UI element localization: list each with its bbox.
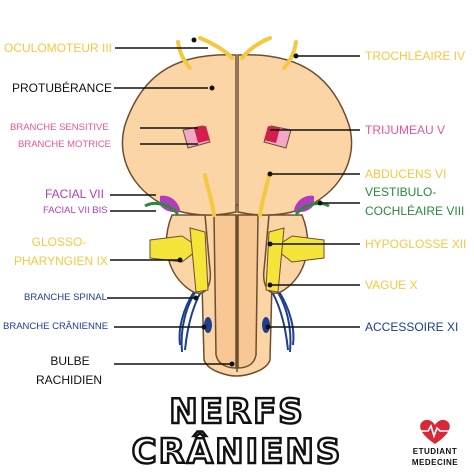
leader-lines	[107, 47, 360, 365]
label-hypoglosse: HYPOGLOSSE XII	[365, 237, 467, 251]
label-trijumeau: TRIJUMEAU V	[365, 123, 446, 137]
label-trochleaire: TROCHLÉAIRE IV	[365, 49, 466, 63]
label-vestibulo-line1: VESTIBULO-	[365, 185, 437, 199]
label-glosso-line2: PHARYNGIEN IX	[14, 254, 108, 268]
label-branche-sensitive: BRANCHE SENSITIVE	[10, 122, 109, 133]
label-vague: VAGUE X	[365, 278, 418, 292]
etudiant-medecine-logo: ETUDIANT MEDECINE	[400, 416, 470, 474]
label-abducens: ABDUCENS VI	[365, 167, 447, 181]
vestibulocochlear-roots	[144, 201, 330, 216]
label-branche-spinal: BRANCHE SPINAL	[24, 292, 107, 303]
leader-dots	[177, 37, 323, 367]
oculomotor-trochlear-nerves	[176, 36, 298, 70]
label-branche-cranienne: BRANCHE CRÂNIENNE	[3, 321, 109, 332]
label-branche-motrice: BRANCHE MOTRICE	[18, 139, 111, 150]
label-oculomoteur: OCULOMOTEUR III	[4, 41, 113, 55]
label-bulbe-line1: BULBE	[50, 354, 90, 368]
pons	[121, 54, 353, 216]
label-bulbe-line2: RACHIDIEN	[36, 373, 103, 387]
label-protuberance: PROTUBÉRANCE	[12, 81, 113, 95]
facial-nerve-roots	[160, 195, 314, 213]
trigeminal-roots	[182, 125, 292, 149]
logo-line1: ETUDIANT	[412, 447, 458, 456]
label-glosso-line1: GLOSSO-	[31, 235, 87, 249]
label-accessoire: ACCESSOIRE XI	[365, 320, 459, 334]
title-line2: CRÂNIENS	[130, 431, 343, 474]
label-facial-bis: FACIAL VII BIS	[43, 205, 108, 216]
logo-line2: MEDECINE	[411, 458, 459, 467]
label-facial: FACIAL VII	[45, 187, 104, 201]
medulla-oblongata	[199, 204, 275, 377]
title-line1: NERFS	[168, 391, 305, 434]
heart-pulse-icon	[418, 419, 452, 444]
label-vestibulo-line2: COCHLÉAIRE VIII	[365, 204, 465, 218]
abducens-nerves	[203, 173, 271, 217]
